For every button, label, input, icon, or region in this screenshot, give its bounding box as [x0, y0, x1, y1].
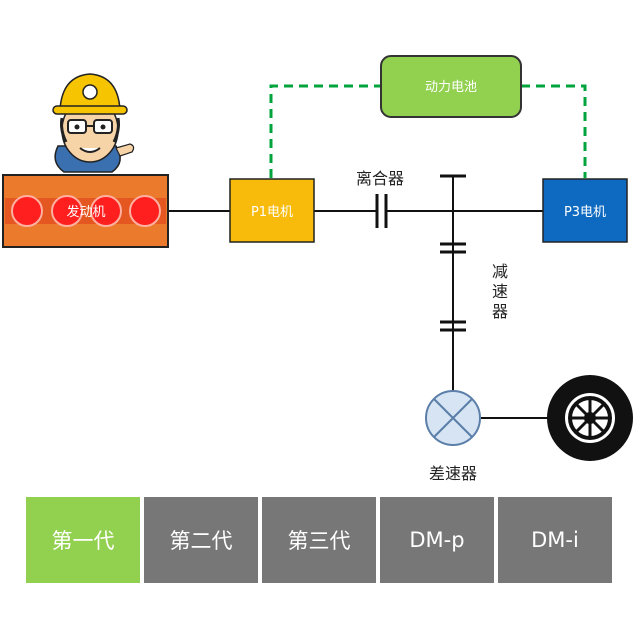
piston-glow-icon — [51, 195, 83, 227]
p3-motor-label: P3电机 — [564, 205, 606, 220]
tab-dm-p[interactable]: DM-p — [380, 497, 494, 583]
clutch-icon — [375, 194, 388, 228]
differential-label: 差速器 — [429, 464, 477, 483]
generation-tab-bar: 第一代 第二代 第三代 DM-p DM-i — [26, 497, 612, 583]
p3-motor-node: P3电机 — [542, 178, 628, 243]
tab-dm-i[interactable]: DM-i — [498, 497, 612, 583]
piston-glow-icon — [129, 195, 161, 227]
reducer-label-char-1: 减 — [492, 262, 508, 281]
tab-gen-3[interactable]: 第三代 — [262, 497, 376, 583]
piston-glow-icon — [11, 195, 43, 227]
battery-label: 动力电池 — [425, 80, 477, 95]
reducer-label-char-2: 速 — [492, 282, 508, 301]
battery-node: 动力电池 — [380, 55, 522, 118]
tab-gen-1[interactable]: 第一代 — [26, 497, 140, 583]
electric-link-battery-p3 — [521, 84, 587, 178]
p1-motor-label: P1电机 — [251, 205, 293, 220]
engine-label: 发动机 — [66, 204, 105, 220]
engineer-mascot-icon — [52, 73, 135, 173]
differential-icon — [425, 390, 481, 446]
powertrain-diagram: 发动机 P1电机 动力电池 P3电机 — [2, 55, 633, 483]
piston-glow-icon — [90, 195, 122, 227]
clutch-label: 离合器 — [356, 169, 404, 188]
electric-link-p1-battery — [269, 84, 381, 178]
reducer-label-char-3: 器 — [492, 302, 508, 321]
engine-node: 发动机 — [2, 174, 169, 248]
reducer-gear-icon — [440, 242, 466, 332]
tab-gen-2[interactable]: 第二代 — [144, 497, 258, 583]
wheel-icon — [547, 375, 633, 461]
p1-motor-node: P1电机 — [229, 178, 315, 243]
